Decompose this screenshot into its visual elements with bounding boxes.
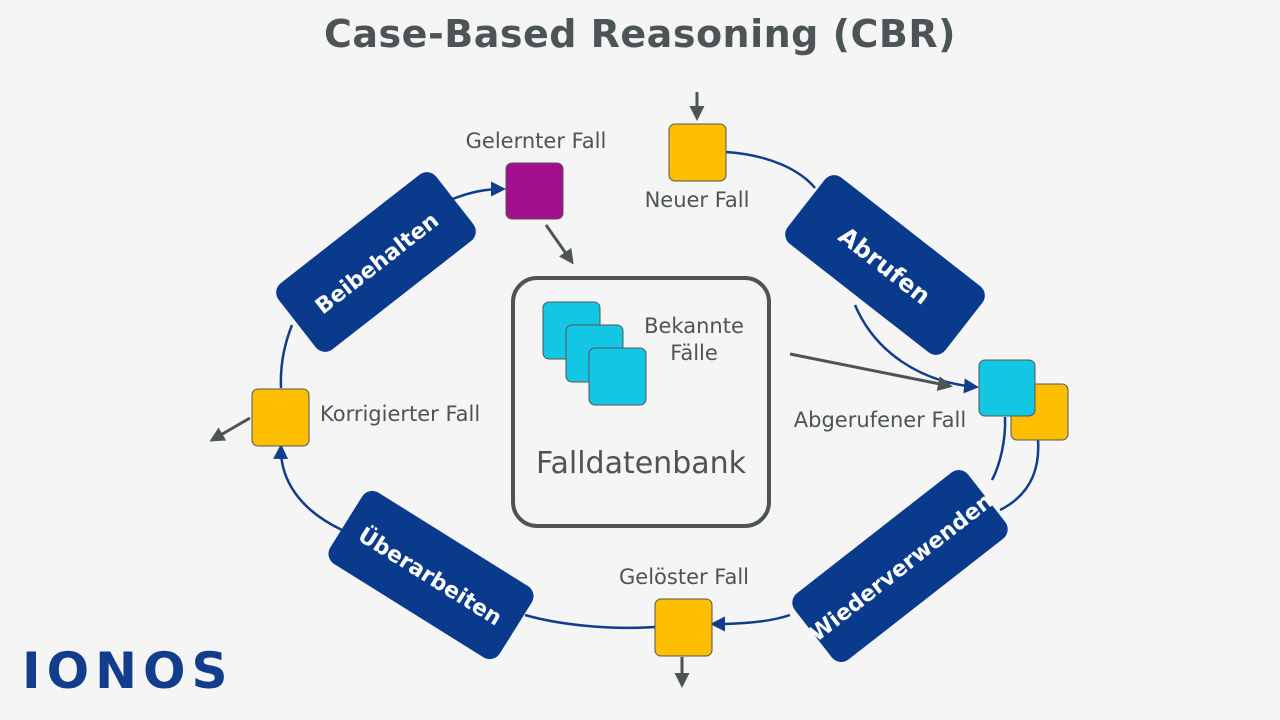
connector-corrected-to-beibehalten: [279, 324, 294, 389]
case-retrieved-front-box: [978, 359, 1036, 417]
gray-arrows: [209, 92, 953, 688]
step-wiederverwenden: Wiederverwenden: [792, 470, 1008, 662]
case-database: Bekannte Fälle Falldatenbank: [511, 276, 771, 528]
diagram-title: Case-Based Reasoning (CBR): [324, 12, 956, 56]
connector-wiederverwenden-to-solved: [710, 613, 791, 632]
known-cases-label-2: Fälle: [670, 341, 718, 365]
database-label: Falldatenbank: [536, 446, 747, 481]
connector-ueberarbeiten-to-corrected: [273, 444, 343, 532]
connector-beibehalten-to-learned: [449, 181, 506, 202]
known-case-box-3: [588, 347, 647, 406]
label-learned-case: Gelernter Fall: [466, 129, 607, 153]
arrow-database-to-retrieved: [789, 352, 953, 392]
step-abrufen: Abrufen: [785, 175, 985, 355]
connector-new-to-abrufen: [725, 150, 816, 189]
cycle-connectors: [273, 150, 1040, 632]
connector-solved-to-ueberarbeiten: [524, 613, 656, 630]
connector-abrufen-to-retrieved: [853, 304, 979, 394]
connector-retrieved-to-wiederverwenden-2: [999, 439, 1040, 512]
case-corrected-box: [251, 388, 310, 447]
label-corrected-case: Korrigierter Fall: [320, 402, 480, 426]
label-solved-case: Gelöster Fall: [619, 565, 749, 589]
ionos-logo: IONOS: [22, 642, 234, 700]
case-new-box: [668, 123, 727, 182]
known-cases-label-1: Bekannte: [644, 314, 744, 338]
step-beibehalten: Beibehalten: [276, 172, 476, 352]
step-ueberarbeiten: Überarbeiten: [328, 490, 534, 660]
connector-retrieved-to-wiederverwenden-1: [990, 416, 1007, 481]
case-solved-box: [654, 598, 713, 657]
arrow-learned-to-database: [544, 224, 574, 265]
arrow-corrected-out: [209, 416, 251, 442]
label-new-case: Neuer Fall: [645, 188, 750, 212]
case-learned-box: [505, 162, 564, 220]
label-retrieved-case: Abgerufener Fall: [794, 408, 966, 432]
